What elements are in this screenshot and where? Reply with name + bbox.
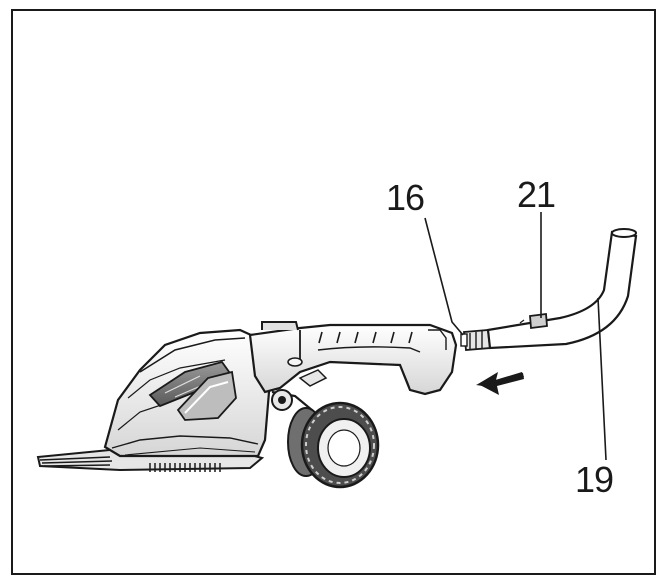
pole-end bbox=[611, 228, 637, 238]
handle-grip-ridges bbox=[318, 331, 413, 344]
leader-19 bbox=[597, 297, 607, 461]
pole-connector bbox=[463, 329, 491, 351]
wheel-assembly bbox=[271, 389, 380, 489]
callout-21: 21 bbox=[517, 174, 556, 215]
leader-16 bbox=[424, 217, 464, 336]
wheel-tread bbox=[300, 401, 380, 489]
assembly-direction-arrow bbox=[476, 372, 524, 395]
leader-lines bbox=[424, 212, 607, 461]
callout-16: 16 bbox=[386, 177, 425, 218]
blade-teeth bbox=[149, 463, 221, 472]
handle bbox=[248, 321, 458, 396]
callout-19: 19 bbox=[575, 459, 614, 500]
trigger-switch bbox=[261, 321, 299, 331]
extension-pole bbox=[460, 228, 638, 351]
release-button bbox=[529, 312, 548, 330]
motor-housing bbox=[103, 328, 272, 458]
